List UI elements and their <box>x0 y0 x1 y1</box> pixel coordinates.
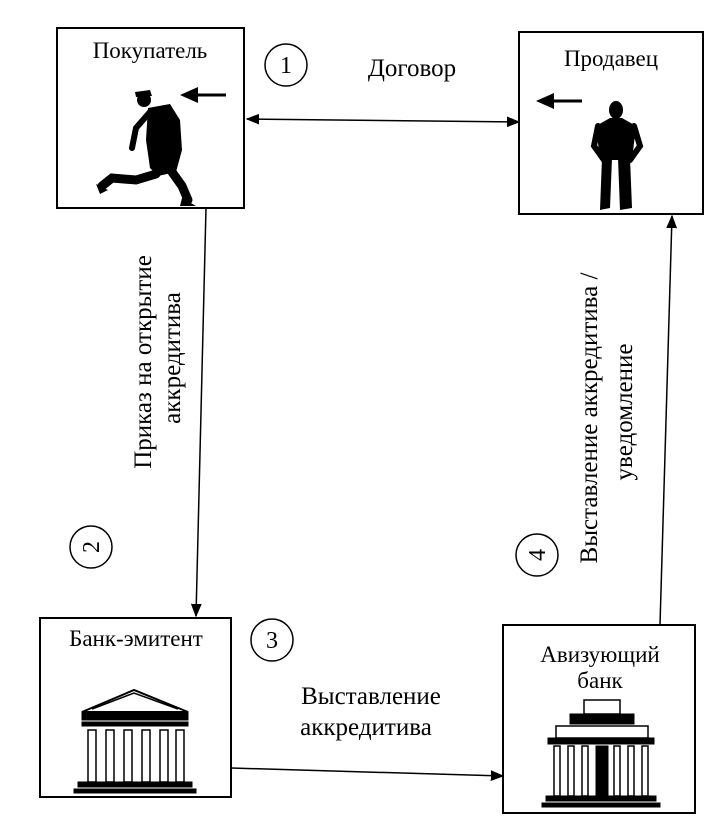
bank-building-icon <box>541 699 661 808</box>
buyer-node: Покупатель <box>56 27 245 209</box>
step-3-badge <box>250 618 294 662</box>
step-2-badge <box>69 525 113 569</box>
notify-label-line2: уведомление <box>611 344 638 481</box>
step-4-number: 4 <box>525 549 551 561</box>
edge-notify: 4 Выставление аккредитива / уведомление <box>515 214 678 626</box>
advising-bank-label-line1: Авизующий <box>540 642 659 667</box>
order-arrow <box>190 207 207 618</box>
walking-man-icon <box>96 90 196 206</box>
issue-arrow <box>230 767 505 782</box>
order-label-line1: Приказ на открытие <box>130 255 157 469</box>
left-arrow-icon <box>536 93 582 109</box>
issuing-bank-label: Банк-эмитент <box>69 626 203 651</box>
issuing-bank-node: Банк-эмитент <box>39 617 232 798</box>
issue-label-line1: Выставление <box>301 683 441 710</box>
step-1-badge <box>264 43 308 87</box>
step-4-badge <box>515 533 559 577</box>
notify-arrow <box>659 214 678 626</box>
bank-building-icon <box>73 688 197 794</box>
advising-bank-label-line2: банк <box>577 668 623 693</box>
notify-label-line1: Выставление аккредитива / <box>576 273 603 564</box>
issue-label-line2: аккредитива <box>300 714 432 741</box>
contract-label: Договор <box>368 55 456 82</box>
seller-label: Продавец <box>564 46 658 71</box>
left-arrow-icon <box>180 87 226 103</box>
step-2-number: 2 <box>79 541 105 553</box>
edge-issue: 3 Выставление аккредитива <box>230 618 505 782</box>
contract-arrow <box>245 113 521 128</box>
step-1-number: 1 <box>280 53 292 79</box>
order-label-line2: аккредитива <box>159 292 186 424</box>
buyer-label: Покупатель <box>93 38 208 63</box>
step-3-number: 3 <box>266 628 278 654</box>
edge-contract: 1 Договор <box>245 43 521 128</box>
advising-bank-node: Авизующий банк <box>502 624 696 814</box>
standing-man-icon <box>590 101 644 210</box>
seller-node: Продавец <box>518 31 704 215</box>
edge-order: 2 Приказ на открытие аккредитива <box>69 207 207 618</box>
